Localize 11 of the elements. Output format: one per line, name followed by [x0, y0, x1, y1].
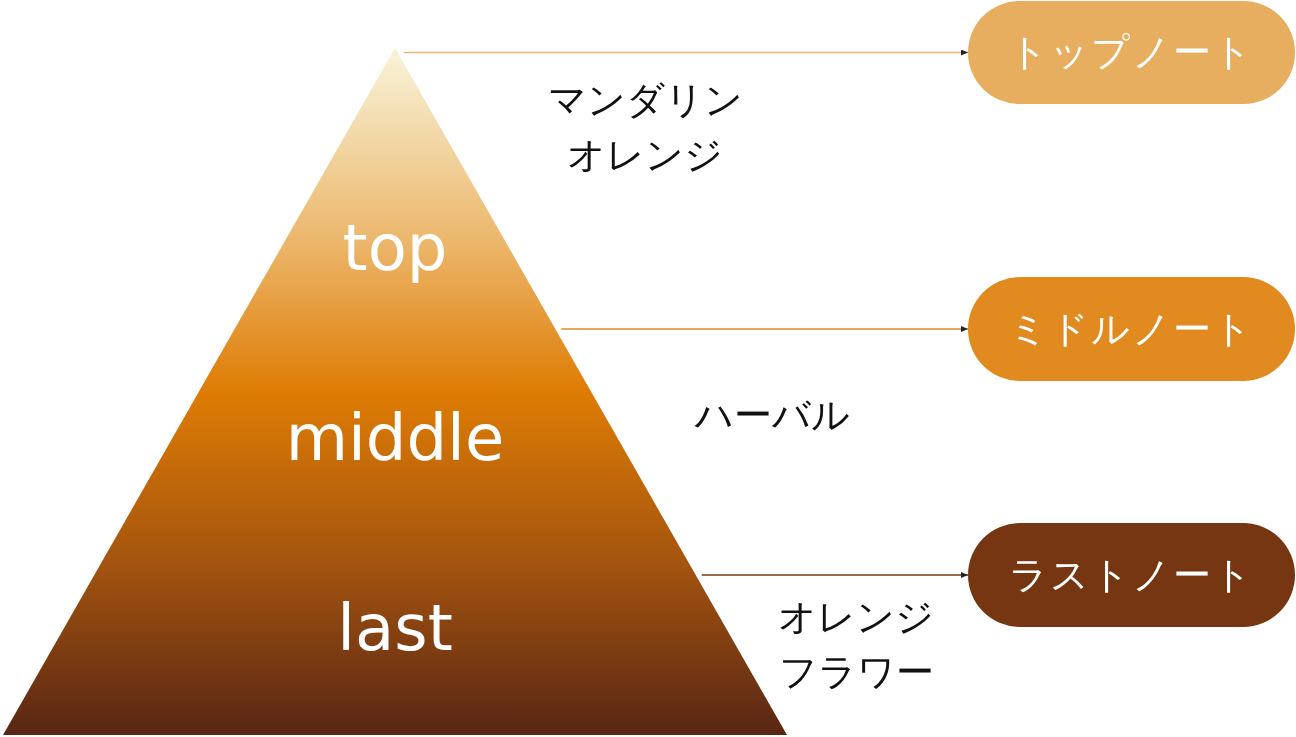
tier-label: middle	[285, 406, 505, 470]
note-pill: ラストノート	[968, 523, 1295, 627]
note-text: マンダリンオレンジ	[546, 77, 744, 179]
note-pill: トップノート	[968, 1, 1295, 104]
note-text: ハーバル	[694, 392, 850, 439]
arrow	[560, 326, 969, 332]
arrow	[402, 49, 969, 56]
note-pill: ミドルノート	[968, 277, 1295, 381]
note-text: オレンジフラワー	[777, 594, 936, 696]
arrow	[700, 572, 969, 578]
tier-label: last	[337, 596, 453, 660]
